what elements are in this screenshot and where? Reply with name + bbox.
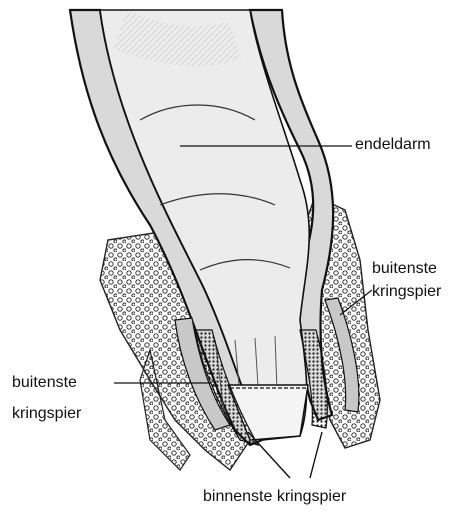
inner-sphincter-leader-line-right <box>310 432 322 478</box>
outer-sphincter-right-label-line2: kringspier <box>372 280 441 303</box>
outer-sphincter-left-label-line2: kringspier <box>12 402 81 425</box>
outer-sphincter-right-label-line1: buitenste <box>372 257 437 280</box>
inner-sphincter-label: binnenste kringspier <box>203 485 346 508</box>
rectum-label: endeldarm <box>355 133 431 156</box>
outer-sphincter-left-label-line1: buitenste <box>12 371 77 394</box>
